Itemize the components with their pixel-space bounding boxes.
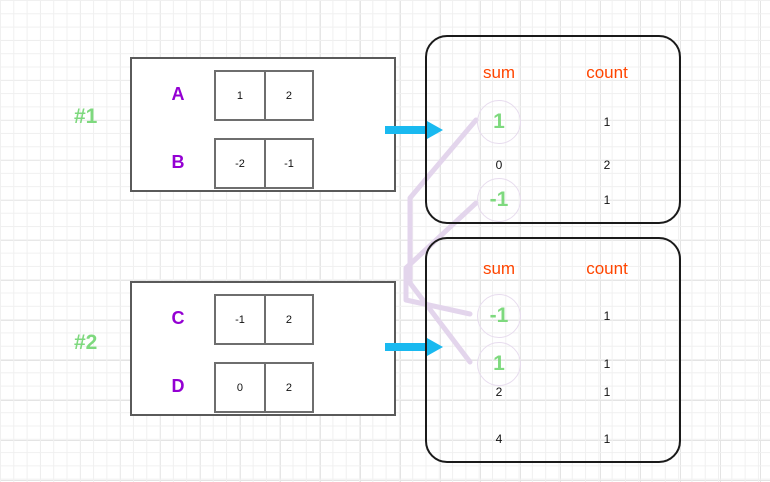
cell-c-right: 2 [263,296,312,343]
sum-value: 1 [493,352,505,375]
row-label-c: C [171,308,185,328]
row-label-b: B [171,152,185,172]
cell-c-left: -1 [235,313,245,326]
arrow-head-icon [427,121,443,139]
cell-a-left: 1 [236,89,244,102]
cell-a-right: 2 [263,72,312,119]
flow-arrow-group-1 [385,121,443,139]
value-pair-c: -1 2 [214,294,314,345]
sum-value: 0 [495,158,503,172]
value-pair-b: -2 -1 [214,138,314,189]
count-value: 1 [603,357,611,371]
sum-value: -1 [489,188,509,211]
count-value: 1 [603,115,611,129]
highlight-circle-icon [477,178,521,222]
value-pair-a: 1 2 [214,70,314,121]
sum-value: 2 [495,385,503,399]
column-header-sum: sum [482,259,516,278]
count-value: 1 [603,385,611,399]
column-header-sum: sum [482,63,516,82]
row-label-a: A [171,84,185,104]
group-index-1: #1 [74,105,98,128]
output-panel-group-1: sum count 1 1 0 2 -1 1 [425,35,681,224]
row-label-d: D [171,376,185,396]
count-value: 2 [603,158,611,172]
sum-value: -1 [489,304,509,327]
value-pair-d: 0 2 [214,362,314,413]
arrow-shaft [385,126,430,134]
count-value: 1 [603,432,611,446]
sum-value: 1 [493,110,505,133]
group-index-2: #2 [74,331,98,354]
cell-b-left: -2 [235,157,245,170]
count-value: 1 [603,309,611,323]
arrow-shaft [385,343,430,351]
cell-d-right: 2 [263,364,312,411]
highlight-circle-icon [477,294,521,338]
arrow-head-icon [427,338,443,356]
count-value: 1 [603,193,611,207]
highlight-circle-icon [477,342,521,386]
highlight-circle-icon [477,100,521,144]
flow-arrow-group-2 [385,338,443,356]
input-block-group-2: C -1 2 D 0 2 [130,281,396,416]
sum-value: 4 [495,432,503,446]
column-header-count: count [586,63,628,82]
output-panel-group-2: sum count -1 1 1 1 2 1 4 1 [425,237,681,463]
cell-b-right: -1 [263,140,312,187]
column-header-count: count [586,259,628,278]
input-block-group-1: A 1 2 B -2 -1 [130,57,396,192]
cell-d-left: 0 [236,381,244,394]
